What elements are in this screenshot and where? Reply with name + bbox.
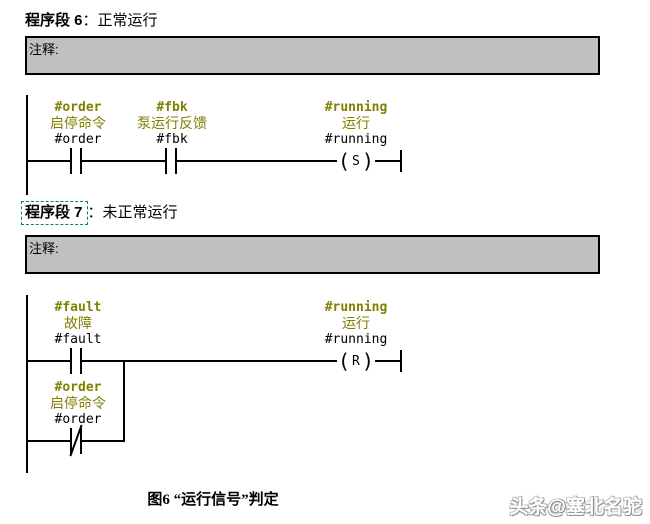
operand-label-running[interactable]: #running 运行 #running: [325, 100, 388, 148]
symbol-name: #order: [54, 380, 102, 395]
coil-paren-open-icon: (: [338, 349, 351, 373]
network-7-comment-box[interactable]: 注释:: [25, 235, 600, 274]
coil-set-letter: S: [352, 153, 360, 169]
rung-wire: [26, 360, 401, 362]
symbol-name: #fbk: [156, 100, 188, 115]
figure-caption: 图6 “运行信号”判定: [147, 492, 279, 508]
operand-text: #fbk: [156, 132, 188, 147]
operand-text: #order: [54, 132, 102, 147]
operand-text: #running: [324, 332, 388, 347]
network-7-title-number-selected[interactable]: 程序段 7: [21, 201, 88, 225]
symbol-comment: 启停命令: [50, 395, 106, 411]
rung-end-tick: [400, 350, 402, 372]
network-7-title[interactable]: 程序段 7：未正常运行: [21, 201, 178, 225]
operand-label-order-branch[interactable]: #order 启停命令 #order: [50, 380, 106, 428]
watermark: 头条@塞北名驼: [509, 497, 642, 518]
comment-label: 注释:: [29, 42, 59, 57]
contact-fault-no[interactable]: [70, 348, 82, 374]
nc-slash-icon: [69, 424, 83, 457]
coil-running-reset[interactable]: ( R ): [337, 348, 375, 374]
coil-running-set[interactable]: ( S ): [337, 148, 375, 174]
contact-fbk-no[interactable]: [165, 148, 177, 174]
network-6-title-text: ：正常运行: [82, 12, 158, 29]
symbol-name: #fault: [54, 300, 102, 315]
contact-order-no[interactable]: [70, 148, 82, 174]
comment-label: 注释:: [29, 241, 59, 256]
coil-reset-letter: R: [352, 353, 360, 369]
symbol-name: #running: [324, 100, 388, 115]
coil-paren-close-icon: ): [361, 349, 374, 373]
network-7-title-text: ：未正常运行: [87, 204, 178, 221]
network-6-title[interactable]: 程序段 6：正常运行: [25, 9, 158, 30]
coil-paren-open-icon: (: [338, 149, 351, 173]
network-6-title-number[interactable]: 程序段 6: [25, 12, 83, 29]
symbol-comment: 泵运行反馈: [137, 115, 207, 131]
power-rail: [26, 295, 28, 473]
coil-paren-close-icon: ): [361, 149, 374, 173]
rung-end-tick: [400, 150, 402, 172]
rung-wire: [26, 160, 401, 162]
symbol-name: #running: [324, 300, 388, 315]
symbol-comment: 故障: [64, 315, 92, 331]
operand-text: #running: [324, 132, 388, 147]
operand-label-fault[interactable]: #fault 故障 #fault: [55, 300, 102, 348]
operand-label-fbk[interactable]: #fbk 泵运行反馈 #fbk: [137, 100, 207, 148]
symbol-comment: 启停命令: [50, 115, 106, 131]
operand-label-order[interactable]: #order 启停命令 #order: [50, 100, 106, 148]
network-6-comment-box[interactable]: 注释:: [25, 36, 600, 75]
branch-wire-vertical: [123, 360, 125, 442]
operand-label-running[interactable]: #running 运行 #running: [325, 300, 388, 348]
symbol-name: #order: [54, 100, 102, 115]
operand-text: #fault: [54, 332, 102, 347]
contact-order-nc[interactable]: [69, 424, 83, 457]
operand-text: #order: [54, 412, 102, 427]
symbol-comment: 运行: [342, 115, 370, 131]
symbol-comment: 运行: [342, 315, 370, 331]
power-rail: [26, 95, 28, 195]
